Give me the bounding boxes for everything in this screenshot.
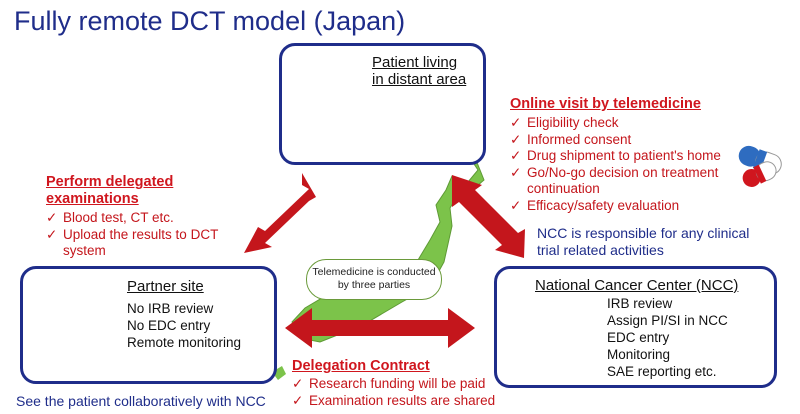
check-icon: ✓ xyxy=(510,148,522,163)
ncc-line: Assign PI/SI in NCC xyxy=(607,313,728,328)
ncc-box: National Cancer Center (NCC) IRB review … xyxy=(494,266,777,388)
delegated-block: Perform delegated examinations ✓Blood te… xyxy=(46,174,266,260)
check-icon: ✓ xyxy=(510,197,522,213)
online-visit-item: ✓Eligibility check xyxy=(510,115,619,130)
arrow-patient-partner xyxy=(244,173,316,253)
ncc-note-line1: NCC is responsible for any clinical xyxy=(537,225,750,241)
footer-note: See the patient collaboratively with NCC xyxy=(16,393,266,409)
arrow-partner-ncc xyxy=(285,308,475,348)
delegated-heading-line2: examinations xyxy=(46,191,139,207)
check-icon: ✓ xyxy=(46,210,58,225)
patient-box-title-line2: in distant area xyxy=(372,71,467,88)
check-icon: ✓ xyxy=(510,115,522,130)
ncc-note-line2: trial related activities xyxy=(537,242,664,258)
check-icon: ✓ xyxy=(510,164,522,180)
ncc-line: SAE reporting etc. xyxy=(607,364,717,379)
arrow-patient-ncc xyxy=(452,175,525,258)
contract-item: ✓Examination results are shared xyxy=(292,392,496,408)
bubble-line2: by three parties xyxy=(337,279,411,291)
check-icon: ✓ xyxy=(292,376,304,391)
partner-site-title: Partner site xyxy=(127,278,204,295)
telemedicine-bubble: Telemedicine is conducted by three parti… xyxy=(306,259,442,300)
check-icon: ✓ xyxy=(292,392,304,408)
delegation-contract-heading: Delegation Contract xyxy=(292,358,430,374)
online-visit-item-continuation: continuation xyxy=(527,181,600,196)
page-title: Fully remote DCT model (Japan) xyxy=(14,6,406,36)
bubble-line1: Telemedicine is conducted xyxy=(312,266,436,278)
online-visit-item: ✓Go/No-go decision on treatment xyxy=(510,164,719,180)
check-icon: ✓ xyxy=(510,131,522,147)
online-visit-item: ✓Drug shipment to patient's home xyxy=(510,148,721,163)
japan-map xyxy=(291,141,485,343)
ncc-box-lines: IRB review Assign PI/SI in NCC EDC entry… xyxy=(607,295,728,380)
ncc-box-title: National Cancer Center (NCC) xyxy=(535,277,739,294)
delegation-contract-block: Delegation Contract ✓Research funding wi… xyxy=(292,358,502,409)
ncc-line: Monitoring xyxy=(607,347,671,362)
partner-line: Remote monitoring xyxy=(127,335,242,350)
online-visit-item: ✓Informed consent xyxy=(510,131,632,147)
patient-box: Patient living in distant area xyxy=(279,43,486,165)
japan-island-south xyxy=(272,366,286,380)
delegated-item: ✓Upload the results to DCT xyxy=(46,226,219,242)
partner-site-box: Partner site No IRB review No EDC entry … xyxy=(20,266,277,384)
online-visit-block: Online visit by telemedicine ✓Eligibilit… xyxy=(510,96,740,214)
delegated-item: ✓Blood test, CT etc. xyxy=(46,210,174,225)
delegated-heading-line1: Perform delegated xyxy=(46,174,174,190)
ncc-responsibility-note: NCC is responsible for any clinical tria… xyxy=(537,225,797,259)
ncc-line: IRB review xyxy=(607,296,673,311)
pill-icon xyxy=(738,145,782,187)
partner-line: No EDC entry xyxy=(127,318,211,333)
patient-box-title-line1: Patient living xyxy=(372,54,458,71)
ncc-line: EDC entry xyxy=(607,330,670,345)
check-icon: ✓ xyxy=(46,226,58,242)
delegated-item-continuation: system xyxy=(63,243,106,258)
online-visit-heading: Online visit by telemedicine xyxy=(510,96,701,112)
partner-site-lines: No IRB review No EDC entry Remote monito… xyxy=(127,300,241,351)
online-visit-item: ✓Efficacy/safety evaluation xyxy=(510,197,680,213)
partner-line: No IRB review xyxy=(127,301,214,316)
contract-item: ✓Research funding will be paid xyxy=(292,376,486,391)
